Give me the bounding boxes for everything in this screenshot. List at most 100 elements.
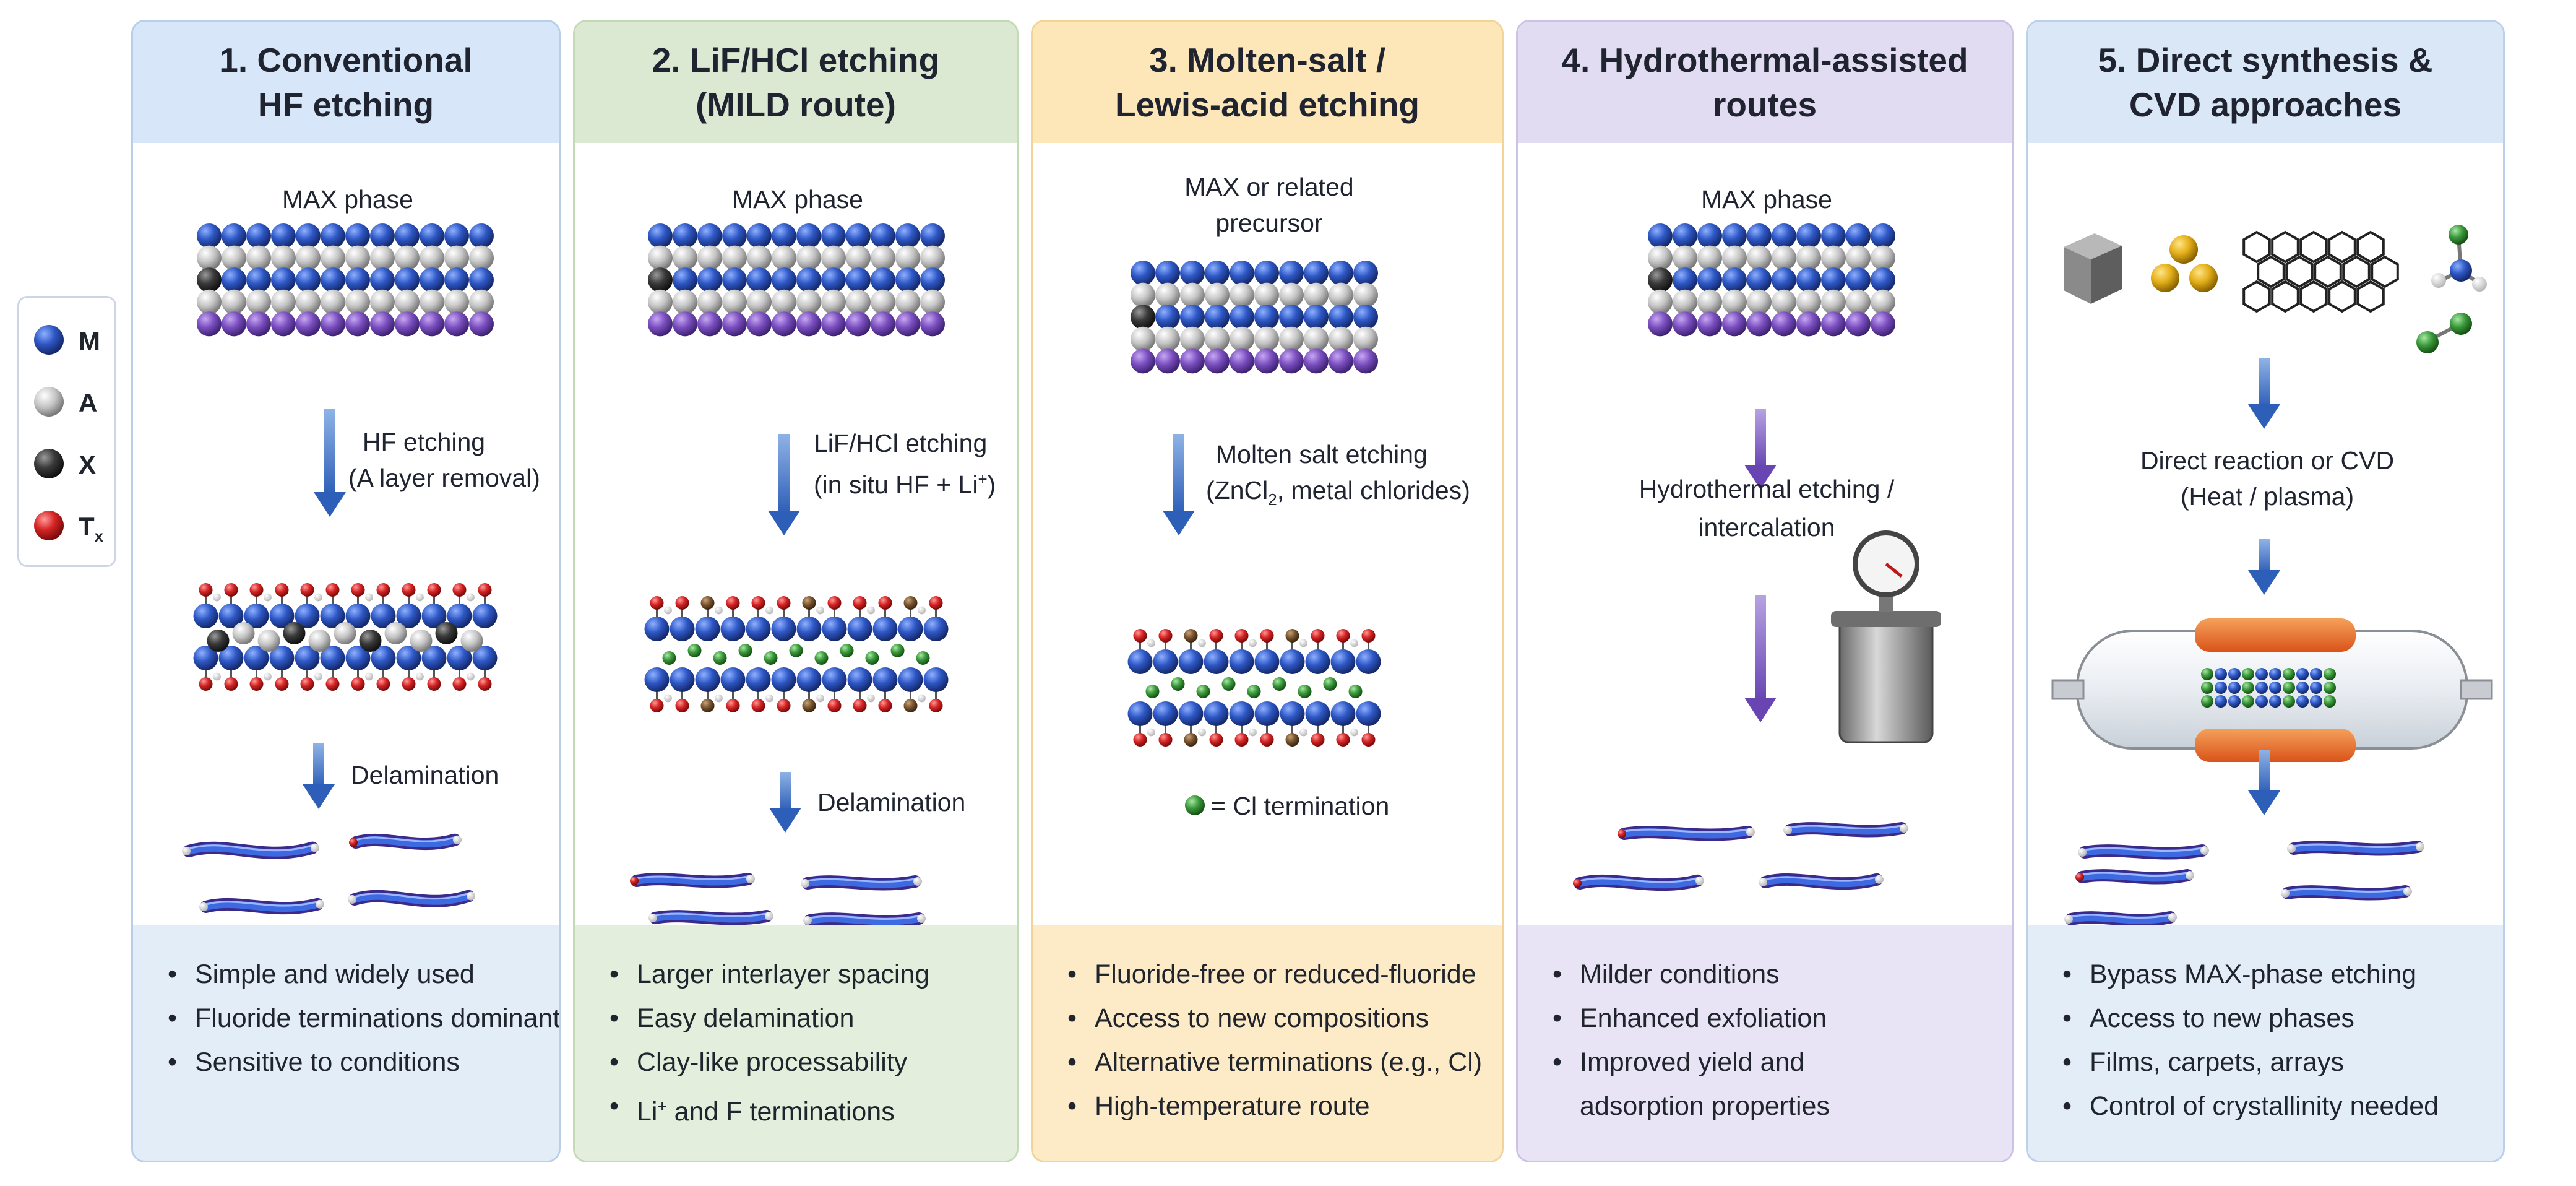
max-phase-label: MAX phase xyxy=(282,185,413,214)
panel-summary: Milder conditions Enhanced exfoliation I… xyxy=(1518,925,2012,1161)
cvd-tube-furnace-icon xyxy=(2051,618,2493,762)
hydrothermal-illustration xyxy=(1573,223,1941,891)
step-label-detail: (ZnCl2, metal chlorides) xyxy=(1206,476,1470,509)
delamination-label: Delamination xyxy=(817,788,966,816)
process-arrow-icon xyxy=(2248,750,2280,815)
panel-title: 4. Hydrothermal-assisted routes xyxy=(1518,22,2012,143)
summary-bullet: Clay-like processability xyxy=(610,1041,929,1084)
mxene-nanosheet xyxy=(801,875,922,891)
step-label-detail: (Heat / plasma) xyxy=(2180,482,2354,511)
summary-bullet: Enhanced exfoliation xyxy=(1553,997,1830,1041)
step-label: Molten salt etching xyxy=(1216,440,1428,469)
panel-lif-hcl-etching: 2. LiF/HCl etching (MILD route) MAX phas… xyxy=(573,20,1019,1162)
summary-bullet: High-temperature route xyxy=(1067,1084,1482,1128)
mxene-multilayer xyxy=(644,596,949,712)
legend-item-m: M xyxy=(19,315,118,365)
step-label: LiF/HCl etching xyxy=(814,429,988,457)
process-arrow-icon xyxy=(303,743,335,809)
step-label: Hydrothermal etching / xyxy=(1639,475,1895,503)
gray-atom-icon xyxy=(34,387,64,417)
panel-summary: Larger interlayer spacing Easy delaminat… xyxy=(575,925,1017,1161)
blue-atom-icon xyxy=(34,325,64,355)
summary-bullet: Larger interlayer spacing xyxy=(610,953,929,997)
mxene-nanosheet xyxy=(1759,873,1884,890)
panel-direct-synthesis-cvd: 5. Direct synthesis & CVD approaches Dir… xyxy=(2026,20,2505,1162)
mxene-nanosheet xyxy=(182,841,319,859)
process-arrow-icon xyxy=(1744,409,1777,490)
mxene-nanosheet xyxy=(199,898,324,915)
lif-hcl-illustration xyxy=(630,223,949,928)
process-arrow-icon xyxy=(1163,434,1195,535)
panel-hydrothermal-routes: 4. Hydrothermal-assisted routes MAX phas… xyxy=(1516,20,2014,1162)
panel-title: 3. Molten-salt / Lewis-acid etching xyxy=(1033,22,1502,143)
panel-title: 1. Conventional HF etching xyxy=(133,22,559,143)
mxene-nanosheet xyxy=(2064,911,2177,927)
mxene-multilayer xyxy=(1127,629,1381,747)
legend-item-x: X xyxy=(19,439,118,488)
mxene-nanosheet xyxy=(1618,826,1755,841)
molten-salt-illustration xyxy=(1127,261,1381,815)
precursor-label: MAX or related xyxy=(1184,173,1354,201)
graphene-sheet-icon xyxy=(2242,230,2399,313)
mxene-nanosheet xyxy=(348,890,475,907)
step-label: HF etching xyxy=(362,428,486,456)
panel-title: 2. LiF/HCl etching (MILD route) xyxy=(575,22,1017,143)
process-arrow-icon xyxy=(1744,595,1777,722)
summary-bullet: Alternative terminations (e.g., Cl) xyxy=(1067,1041,1482,1084)
summary-bullet: Access to new compositions xyxy=(1067,997,1482,1041)
max-phase-label: MAX phase xyxy=(732,185,863,214)
cl-termination-note: = Cl termination xyxy=(1211,792,1390,820)
summary-bullet: Control of crystallinity needed xyxy=(2062,1084,2439,1128)
panel-summary: Fluoride-free or reduced-fluoride Access… xyxy=(1033,925,1502,1161)
mxene-nanosheet xyxy=(803,912,926,928)
summary-bullet: Access to new phases xyxy=(2062,997,2439,1041)
step-label-detail: (A layer removal) xyxy=(348,464,540,492)
legend-item-tx: Tx xyxy=(19,501,118,550)
autoclave-pressure-vessel-icon xyxy=(1831,530,1941,743)
mxene-nanosheet xyxy=(1573,874,1704,891)
summary-bullet: Milder conditions xyxy=(1553,953,1830,997)
summary-bullet: Films, carpets, arrays xyxy=(2062,1041,2439,1084)
mxene-nanosheet xyxy=(1783,822,1908,838)
panel-title: 5. Direct synthesis & CVD approaches xyxy=(2028,22,2503,143)
max-phase-crystal xyxy=(197,223,494,337)
mxene-nanosheet xyxy=(648,910,773,925)
process-arrow-icon xyxy=(314,409,346,517)
summary-bullet: Fluoride terminations dominant xyxy=(168,997,559,1041)
mxene-multilayer xyxy=(193,583,498,691)
summary-bullet: Improved yield and xyxy=(1553,1041,1830,1084)
legend-item-a: A xyxy=(19,377,118,426)
max-phase-label: MAX phase xyxy=(1701,185,1832,214)
summary-bullet: Li+ and F terminations xyxy=(610,1084,929,1134)
summary-bullet: Easy delamination xyxy=(610,997,929,1041)
black-atom-icon xyxy=(34,449,64,478)
mxene-nanosheet xyxy=(2281,885,2412,901)
molecule-icon xyxy=(2416,225,2487,353)
summary-bullet-continued: adsorption properties xyxy=(1580,1091,1830,1121)
max-phase-crystal xyxy=(1131,261,1378,374)
summary-bullet: Sensitive to conditions xyxy=(168,1041,559,1084)
step-label-detail: (in situ HF + Li+) xyxy=(814,470,996,499)
red-atom-icon xyxy=(34,511,64,540)
element-legend: M A X Tx xyxy=(17,296,116,567)
hf-etching-illustration xyxy=(182,223,498,915)
step-label-detail: intercalation xyxy=(1698,513,1835,542)
step-label: Direct reaction or CVD xyxy=(2140,446,2395,475)
mxene-nanosheet xyxy=(349,833,462,851)
panel-summary: Bypass MAX-phase etching Access to new p… xyxy=(2028,925,2503,1161)
mxene-nanosheet xyxy=(2287,841,2424,856)
process-arrow-icon xyxy=(2248,539,2280,595)
panel-molten-salt-etching: 3. Molten-salt / Lewis-acid etching MAX … xyxy=(1031,20,1504,1162)
precursor-label-line2: precursor xyxy=(1215,209,1323,237)
process-arrow-icon xyxy=(2248,358,2280,429)
summary-bullet: Fluoride-free or reduced-fluoride xyxy=(1067,953,1482,997)
max-phase-crystal xyxy=(648,223,945,337)
gold-spheres-icon xyxy=(2151,235,2218,292)
delamination-label: Delamination xyxy=(351,761,499,789)
panel-summary: Simple and widely used Fluoride terminat… xyxy=(133,925,559,1161)
panel-hf-etching: 1. Conventional HF etching MAX phase HF … xyxy=(131,20,561,1162)
cvd-illustration xyxy=(2051,225,2493,927)
process-arrow-icon xyxy=(769,772,801,833)
mxene-nanosheet xyxy=(2075,869,2194,885)
process-arrow-icon xyxy=(768,434,800,535)
